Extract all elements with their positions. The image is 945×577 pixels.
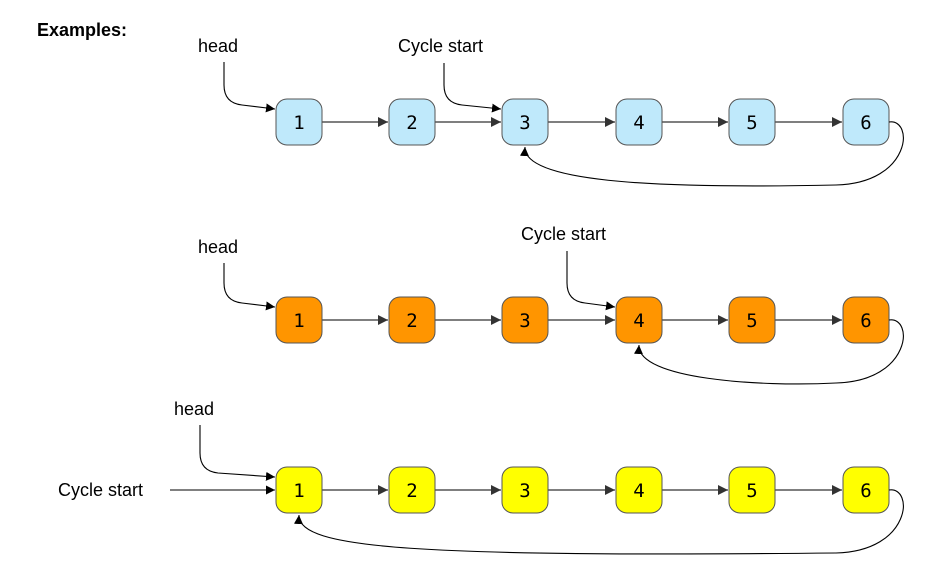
cycle-loop-edge bbox=[294, 489, 904, 555]
list-node bbox=[275, 98, 323, 146]
cycle-start-label: Cycle start bbox=[58, 480, 143, 500]
examples-heading: Examples: bbox=[37, 20, 127, 40]
node-value: 4 bbox=[633, 310, 644, 332]
example-1: 1 2 3 4 5 6 head Cycle start bbox=[198, 36, 904, 187]
list-node bbox=[501, 296, 549, 344]
node-value: 4 bbox=[633, 112, 644, 134]
head-arrow bbox=[199, 425, 276, 481]
cycle-start-label: Cycle start bbox=[521, 224, 606, 244]
head-label: head bbox=[198, 36, 238, 56]
head-arrow bbox=[223, 263, 276, 311]
cycle-loop-edge bbox=[634, 319, 904, 385]
list-node bbox=[501, 466, 549, 514]
list-node bbox=[615, 98, 663, 146]
node-value: 2 bbox=[406, 480, 417, 502]
node-value: 4 bbox=[633, 480, 644, 502]
list-node bbox=[388, 296, 436, 344]
node-value: 3 bbox=[519, 480, 530, 502]
node-value: 2 bbox=[406, 310, 417, 332]
cycle-start-label: Cycle start bbox=[398, 36, 483, 56]
list-node bbox=[388, 98, 436, 146]
head-arrow bbox=[223, 62, 276, 113]
node-value: 3 bbox=[519, 310, 530, 332]
node-value: 5 bbox=[746, 310, 757, 332]
node-value: 2 bbox=[406, 112, 417, 134]
node-value: 1 bbox=[293, 112, 304, 134]
head-label: head bbox=[174, 399, 214, 419]
node-value: 1 bbox=[293, 310, 304, 332]
list-node bbox=[275, 296, 323, 344]
cycle-start-arrow bbox=[443, 63, 502, 113]
node-value: 6 bbox=[860, 112, 871, 134]
example-2: 1 2 3 4 5 6 head Cycle start bbox=[198, 224, 904, 385]
list-node bbox=[275, 466, 323, 514]
cycle-loop-edge bbox=[520, 121, 904, 187]
node-value: 6 bbox=[860, 480, 871, 502]
list-node bbox=[615, 296, 663, 344]
list-node bbox=[615, 466, 663, 514]
list-node bbox=[728, 466, 776, 514]
list-node bbox=[501, 98, 549, 146]
node-value: 1 bbox=[293, 480, 304, 502]
cycle-start-arrow bbox=[566, 251, 616, 311]
node-value: 6 bbox=[860, 310, 871, 332]
node-value: 5 bbox=[746, 112, 757, 134]
list-node bbox=[728, 296, 776, 344]
list-node bbox=[728, 98, 776, 146]
list-node bbox=[388, 466, 436, 514]
node-value: 3 bbox=[519, 112, 530, 134]
node-value: 5 bbox=[746, 480, 757, 502]
head-label: head bbox=[198, 237, 238, 257]
